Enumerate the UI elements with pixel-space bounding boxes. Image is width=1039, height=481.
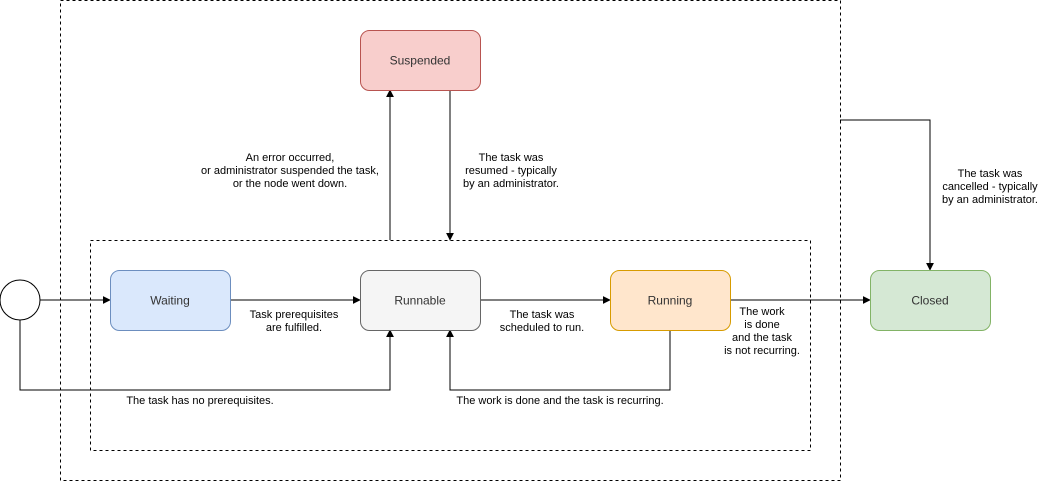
edge-label-line: or the node went down.: [233, 178, 347, 190]
edge-label-line: is done: [744, 319, 779, 331]
node-suspended-label: Suspended: [390, 54, 451, 68]
node-closed: Closed: [870, 270, 991, 331]
node-runnable-label: Runnable: [394, 294, 446, 308]
edge-label-line: The task has no prerequisites.: [126, 395, 273, 407]
edge-label-line: is not recurring.: [724, 345, 800, 357]
node-running-label: Running: [648, 294, 693, 308]
edge-label-line: The task was: [958, 168, 1023, 180]
edge-label-line: The task was: [510, 309, 575, 321]
edge-label-line: An error occurred,: [246, 152, 335, 164]
node-waiting-label: Waiting: [150, 294, 190, 308]
edge-label-line: cancelled - typically: [942, 181, 1038, 193]
edge-label-line: The work: [739, 306, 785, 318]
start-node: [0, 279, 41, 321]
label-recurring: The work is done and the task is recurri…: [456, 395, 663, 407]
edge-running-to-runnable: [446, 329, 671, 391]
edge-label-line: are fulfilled.: [266, 322, 322, 334]
node-waiting: Waiting: [110, 270, 231, 331]
edge-label-line: The work is done and the task is recurri…: [456, 395, 663, 407]
edge-cancelled-to-closed: [840, 119, 934, 271]
node-suspended: Suspended: [360, 30, 481, 91]
label-no-prereqs: The task has no prerequisites.: [126, 395, 273, 407]
edge-label-line: and the task: [732, 332, 792, 344]
node-closed-label: Closed: [911, 294, 948, 308]
edge-label-line: The task was: [479, 152, 544, 164]
edge-label-line: resumed - typically: [465, 165, 557, 177]
edge-label-line: or administrator suspended the task,: [201, 165, 379, 177]
node-running: Running: [610, 270, 731, 331]
node-runnable: Runnable: [360, 270, 481, 331]
edge-label-line: by an administrator.: [463, 178, 559, 190]
edge-label-line: scheduled to run.: [500, 322, 584, 334]
edge-start-to-runnable: [19, 320, 394, 391]
edge-label-line: by an administrator.: [942, 194, 1038, 206]
label-to-suspended: An error occurred,or administrator suspe…: [201, 152, 379, 190]
edge-label-line: Task prerequisites: [250, 309, 339, 321]
